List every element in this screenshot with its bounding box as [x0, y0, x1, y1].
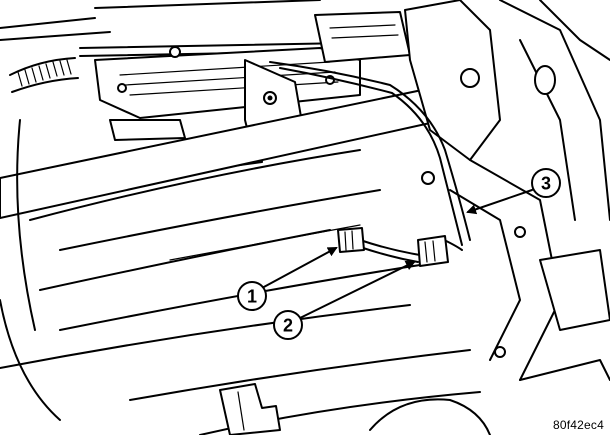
- callout-1-circle: [237, 281, 267, 311]
- connector-2: [417, 235, 449, 267]
- connector-1: [337, 227, 365, 253]
- lower-clip: [219, 383, 281, 435]
- wiring-harness: [269, 61, 471, 263]
- callout-1-label: 1: [247, 287, 257, 307]
- callout-2-circle: [273, 310, 303, 340]
- callout-3-label: 3: [541, 174, 551, 194]
- instrument-panel: [0, 119, 481, 435]
- callout-2-label: 2: [283, 316, 293, 336]
- callout-3-circle: [531, 168, 561, 198]
- upper-right-box: [314, 11, 411, 63]
- callout-1: 1: [237, 247, 338, 311]
- lower-right-boss: [369, 359, 610, 435]
- callout-2: 2: [273, 261, 416, 340]
- right-pillar-bracket: [404, 0, 610, 381]
- figure-reference-code: 80f42ec4: [553, 418, 604, 432]
- callout-3: 3: [466, 168, 561, 215]
- upper-left-spring: [0, 17, 111, 93]
